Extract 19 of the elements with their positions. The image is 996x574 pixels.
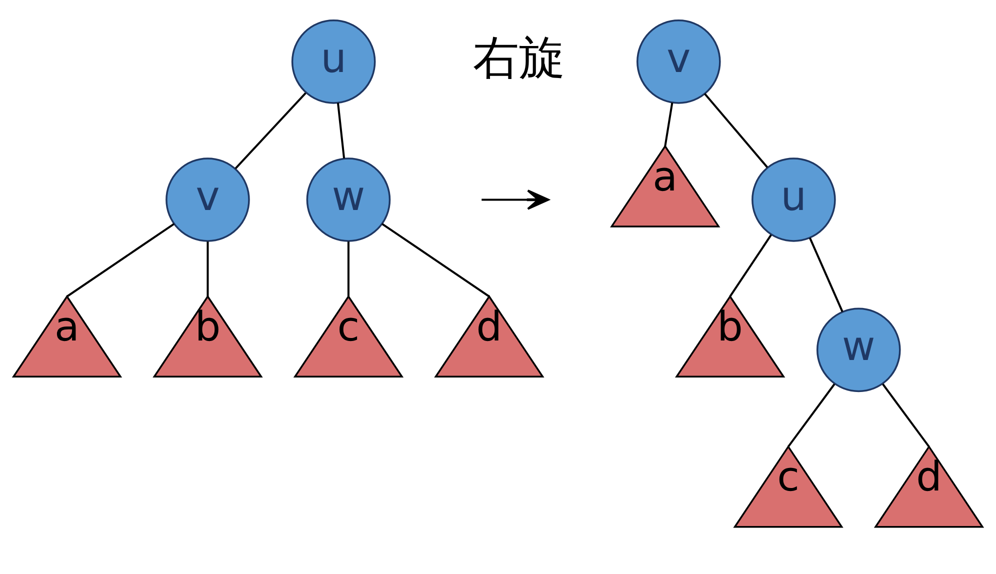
- node-circle: w: [306, 158, 391, 242]
- node-circle: u: [291, 20, 376, 104]
- node-circle: v: [636, 20, 721, 104]
- connector: [882, 384, 930, 448]
- connector: [808, 238, 844, 312]
- connector: [66, 223, 175, 298]
- connector: [787, 384, 836, 448]
- connector: [704, 93, 768, 168]
- node-circle: v: [166, 158, 250, 242]
- connector: [729, 234, 772, 298]
- node-circle: u: [752, 158, 836, 242]
- connector: [347, 242, 350, 296]
- node-circle: w: [816, 308, 901, 392]
- label: 右旋: [472, 30, 565, 84]
- connector: [382, 223, 490, 298]
- connector: [234, 92, 306, 170]
- connector: [336, 102, 346, 158]
- connector: [664, 102, 674, 146]
- connector: [206, 242, 209, 296]
